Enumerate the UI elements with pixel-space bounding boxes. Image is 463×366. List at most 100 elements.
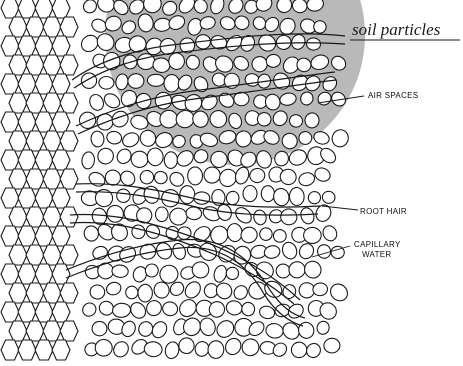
- root-cell: [26, 321, 44, 341]
- soil-particle: [130, 224, 146, 240]
- root-cell: [9, 17, 27, 37]
- root-cell: [52, 226, 70, 246]
- soil-particle: [114, 186, 133, 205]
- soil-particle: [111, 339, 132, 360]
- soil-particle: [80, 300, 99, 319]
- root-cell: [9, 55, 27, 75]
- soil-particle: [103, 52, 120, 70]
- soil-particle: [90, 130, 105, 147]
- root-cell: [1, 112, 19, 132]
- soil-particle: [147, 74, 164, 86]
- soil-particle: [252, 209, 267, 226]
- soil-particle: [227, 223, 243, 242]
- root-cell: [26, 245, 44, 265]
- soil-particle: [203, 166, 221, 183]
- soil-particle: [178, 337, 195, 354]
- soil-particle: [213, 280, 234, 302]
- root-cell: [35, 340, 53, 360]
- root-cell: [9, 245, 27, 265]
- root-cell: [60, 169, 78, 189]
- soil-particle: [280, 240, 299, 261]
- root-cell: [1, 150, 19, 170]
- root-cell: [1, 340, 19, 360]
- soil-particle: [153, 170, 169, 186]
- root-cell: [9, 131, 27, 151]
- root-cell: [35, 188, 53, 208]
- soil-particle: [105, 280, 123, 296]
- root-cell: [9, 207, 27, 227]
- soil-particle: [208, 340, 225, 358]
- label-capillary-water-line2: WATER: [362, 250, 392, 259]
- root-cell: [18, 74, 36, 94]
- root-cell: [9, 283, 27, 303]
- root-cell: [9, 169, 27, 189]
- soil-particle: [106, 204, 124, 223]
- soil-particle: [160, 110, 178, 128]
- soil-particle: [164, 340, 181, 360]
- root-cell: [60, 131, 78, 151]
- root-cell: [35, 150, 53, 170]
- root-cell: [35, 0, 53, 18]
- soil-particle: [171, 242, 187, 261]
- label-soil-particles: soil particles: [352, 20, 441, 39]
- soil-particle: [155, 207, 168, 222]
- root-cell: [26, 131, 44, 151]
- root-cell: [26, 283, 44, 303]
- soil-particle: [321, 223, 340, 243]
- soil-particle: [323, 338, 340, 354]
- root-cell: [1, 0, 19, 18]
- soil-particle: [321, 190, 336, 205]
- root-cell: [60, 93, 78, 113]
- root-cell: [18, 150, 36, 170]
- root-cell: [18, 340, 36, 360]
- root-cell: [1, 36, 19, 56]
- root-cell: [43, 207, 61, 227]
- soil-particle: [138, 284, 152, 302]
- soil-particle: [258, 226, 273, 242]
- root-cell: [1, 226, 19, 246]
- root-cell: [43, 93, 61, 113]
- soil-particle: [111, 264, 128, 278]
- root-cell: [60, 283, 78, 303]
- soil-particle: [95, 145, 117, 167]
- root-cell: [18, 302, 36, 322]
- soil-particle: [89, 284, 106, 300]
- root-cell: [35, 36, 53, 56]
- soil-particle: [114, 146, 134, 166]
- soil-particle: [92, 321, 107, 336]
- root-cell: [43, 321, 61, 341]
- root-cell: [43, 169, 61, 189]
- root-cell: [1, 302, 19, 322]
- soil-particle: [231, 283, 250, 302]
- root-cell: [52, 302, 70, 322]
- soil-particle: [95, 339, 113, 357]
- root-cell: [9, 321, 27, 341]
- soil-particle: [167, 170, 187, 189]
- root-cell: [52, 0, 70, 18]
- soil-particle: [142, 184, 161, 205]
- root-cell: [26, 55, 44, 75]
- soil-particle: [214, 317, 238, 340]
- soil-particle: [112, 302, 131, 318]
- soil-particle: [304, 341, 323, 361]
- soil-particle: [224, 266, 240, 282]
- root-epidermis-cells: [1, 0, 78, 360]
- soil-particle: [180, 186, 195, 204]
- root-cell: [1, 74, 19, 94]
- root-cell: [52, 150, 70, 170]
- soil-particle: [312, 282, 328, 297]
- root-cell: [43, 245, 61, 265]
- soil-particle: [239, 225, 260, 245]
- soil-particle: [261, 185, 275, 201]
- soil-particle: [87, 170, 108, 189]
- root-cell: [1, 188, 19, 208]
- soil-particle: [177, 226, 193, 241]
- soil-particle: [289, 187, 305, 206]
- soil-particle: [147, 148, 164, 166]
- root-cell: [60, 245, 78, 265]
- soil-particle: [272, 228, 288, 244]
- soil-particle: [126, 286, 138, 299]
- soil-particle: [82, 224, 100, 242]
- soil-particle: [182, 279, 203, 301]
